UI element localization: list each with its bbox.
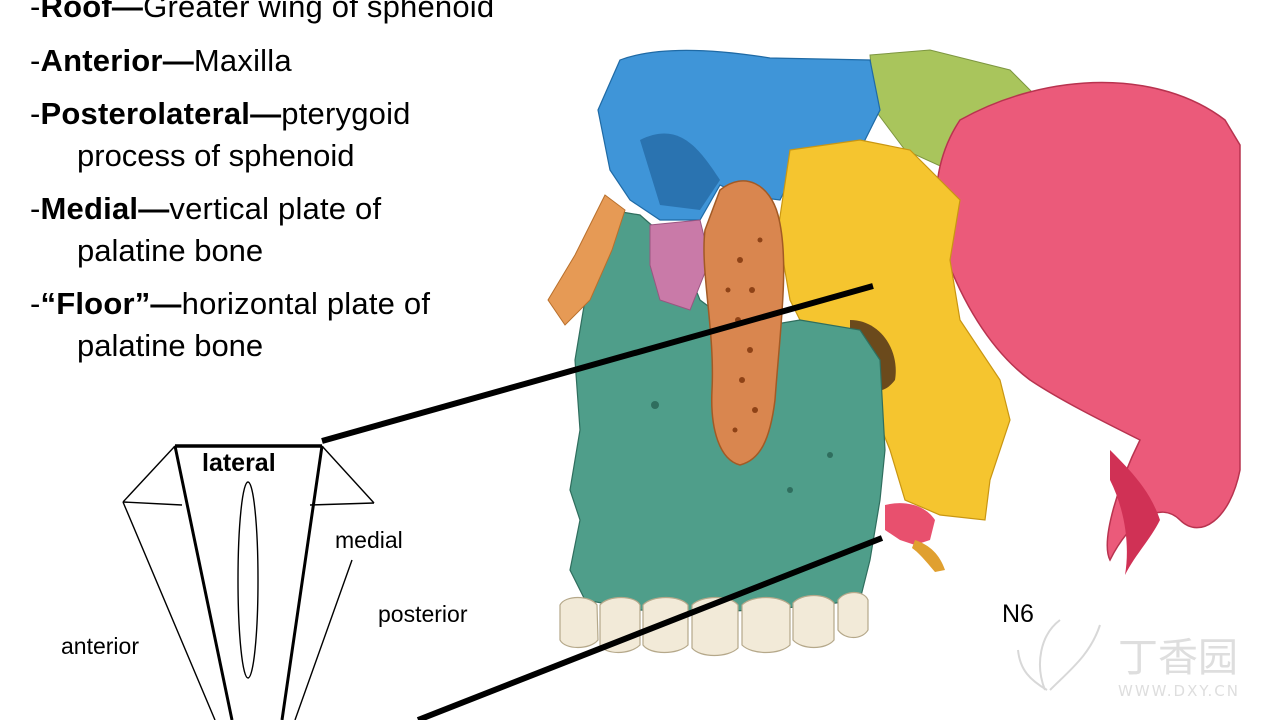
ethmoid-region (649, 219, 711, 311)
foramen-1 (651, 401, 659, 409)
watermark-flower-icon (1017, 619, 1101, 691)
bullet-dash: — (162, 43, 194, 78)
label-medial: medial (335, 527, 403, 553)
bullet-floor-cont: palatine bone (77, 328, 264, 363)
bullet-prefix: - (30, 191, 41, 226)
pointer-line-upper (321, 283, 874, 444)
bullet-dash: — (150, 286, 182, 321)
bullet-rest: horizontal plate of (181, 286, 431, 321)
bullet-dash: — (111, 0, 144, 24)
figure-code: N6 (1002, 600, 1034, 628)
label-anterior: anterior (61, 633, 139, 659)
bullet-rest: Greater wing of sphenoid (143, 0, 495, 24)
bullet-anterior: -Anterior—Maxilla (30, 42, 292, 81)
label-posterior: posterior (378, 601, 468, 627)
bullet-term: Anterior (40, 43, 163, 78)
pointer-line-lower (416, 535, 884, 720)
bullet-posterolateral-cont: process of sphenoid (77, 138, 355, 173)
bullet-rest: pterygoid (281, 96, 411, 131)
bullet-medial: -Medial—vertical plate of (30, 190, 381, 229)
hamulus-region (885, 503, 935, 545)
mastoid-process (1110, 450, 1160, 575)
bullet-term: Posterolateral (40, 96, 251, 131)
bullet-term: Medial (40, 191, 139, 226)
nasal-bone (547, 194, 626, 326)
hamulus-orange (912, 540, 945, 572)
fossa-schematic (122, 444, 375, 720)
teeth (559, 591, 869, 657)
foramen-2 (827, 452, 833, 458)
bullet-prefix: - (30, 286, 41, 321)
bullet-term: Roof (40, 0, 112, 24)
bullet-rest: vertical plate of (169, 191, 382, 226)
sphenoid-shadow (640, 133, 720, 210)
bullet-floor: -“Floor”—horizontal plate of (30, 285, 430, 324)
bullet-term: “Floor” (40, 286, 151, 321)
bullet-prefix: - (30, 0, 41, 24)
label-lateral: lateral (202, 449, 276, 477)
bullet-rest: Maxilla (193, 43, 292, 78)
bullet-dash: — (250, 96, 282, 131)
bullet-prefix: - (30, 96, 41, 131)
bullet-posterolateral: -Posterolateral—pterygoid (30, 95, 411, 134)
watermark-name: 丁香园 (1118, 635, 1238, 681)
bullet-dash: — (138, 191, 170, 226)
bullet-medial-cont: palatine bone (77, 233, 264, 268)
bullet-roof: -Roof—Greater wing of sphenoid (30, 0, 494, 27)
foramen-3 (787, 487, 793, 493)
palatine-trabecular-dots (725, 237, 763, 433)
watermark-url: WWW.DXY.CN (1118, 682, 1240, 700)
bullet-prefix: - (30, 43, 41, 78)
